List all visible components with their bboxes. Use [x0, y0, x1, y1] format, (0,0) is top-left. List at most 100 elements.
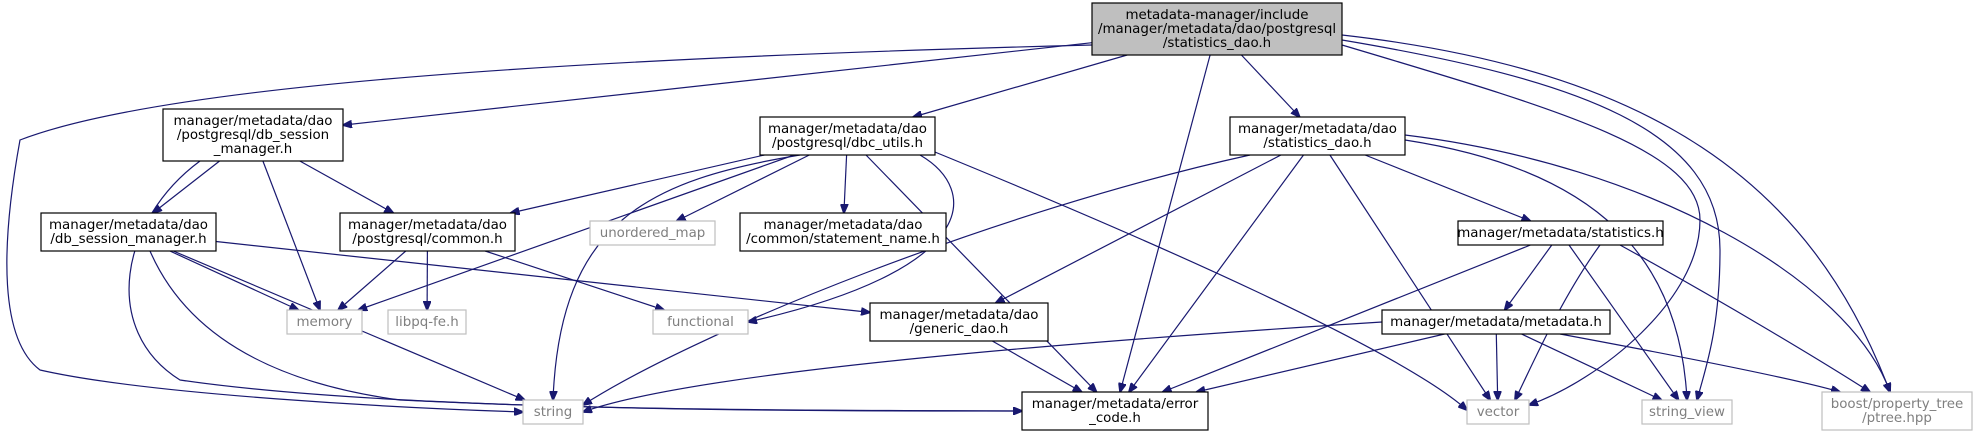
edge-statistics_dao-to-vector	[1329, 154, 1490, 400]
node-box	[759, 116, 936, 156]
node-error-code[interactable]: manager/metadata/error_code.h	[1021, 391, 1209, 431]
node-box	[522, 399, 584, 425]
node-ptree: boost/property_tree/ptree.hpp	[1821, 391, 1973, 431]
node-label-line: manager/metadata/dao	[49, 218, 208, 233]
edge-dbc_utils-to-error_code	[865, 154, 1097, 392]
node-vector: vector	[1466, 399, 1530, 425]
node-label-line: manager/metadata/dao	[173, 114, 332, 129]
node-label-line: /statistics_dao.h	[1263, 136, 1371, 151]
node-label-line: memory	[297, 315, 353, 330]
node-label-line: vector	[1477, 405, 1520, 420]
node-box	[1466, 399, 1530, 425]
node-label-line: _code.h	[1088, 411, 1141, 426]
node-label-line: /common/statement_name.h	[746, 232, 940, 247]
node-label-line: boost/property_tree	[1831, 397, 1964, 412]
node-string: string	[522, 399, 584, 425]
node-label-line: string	[534, 405, 572, 420]
node-box	[1091, 2, 1343, 56]
edge-metadata-to-string_view	[1521, 333, 1662, 400]
node-label-line: manager/metadata/dao	[763, 218, 922, 233]
edge-db_session_pg-to-common	[299, 160, 394, 213]
edge-statistics_dao-to-generic_dao	[996, 154, 1282, 303]
node-label-line: manager/metadata/dao	[879, 308, 1038, 323]
node-libpq: libpq-fe.h	[387, 309, 467, 335]
edge-dbc_utils-to-unordered_map	[677, 154, 810, 221]
node-functional: functional	[652, 309, 749, 335]
edge-metadata-to-ptree	[1559, 333, 1840, 392]
edge-common-to-functional	[484, 250, 664, 310]
edge-root-to-string_view	[1341, 39, 1721, 400]
node-generic-dao[interactable]: manager/metadata/dao/generic_dao.h	[869, 302, 1049, 342]
node-box	[1381, 309, 1611, 335]
node-statistics-dao[interactable]: manager/metadata/dao/statistics_dao.h	[1229, 116, 1406, 156]
edge-statistics_dao-to-statistics	[1364, 154, 1530, 221]
edge-root-to-statistics_dao	[1240, 54, 1299, 117]
edge-metadata-to-string	[583, 321, 1383, 412]
edge-metadata-to-error_code	[1196, 333, 1445, 392]
node-box	[1641, 399, 1733, 425]
node-label-line: _manager.h	[213, 142, 292, 157]
edge-dbc_utils-to-statement_name	[844, 154, 847, 213]
node-label-line: functional	[667, 315, 734, 330]
edge-dbc_utils-to-vector	[929, 149, 1467, 410]
edges	[6, 34, 1890, 412]
edge-statistics_dao-to-string	[583, 154, 1251, 405]
node-label-line: unordered_map	[600, 226, 706, 241]
node-statistics[interactable]: manager/metadata/statistics.h	[1457, 220, 1664, 246]
edge-metadata-to-vector	[1496, 333, 1497, 400]
node-common[interactable]: manager/metadata/dao/postgresql/common.h	[339, 212, 516, 252]
edge-generic_dao-to-error_code	[992, 340, 1081, 392]
node-label-line: /postgresql/db_session	[177, 128, 329, 143]
node-label-line: libpq-fe.h	[395, 315, 458, 330]
node-box	[162, 108, 344, 162]
edge-root-to-db_session_pg	[343, 42, 1093, 125]
node-box	[339, 212, 516, 252]
node-memory: memory	[286, 309, 363, 335]
edge-db_session-to-error_code	[149, 250, 1022, 411]
node-label-line: /generic_dao.h	[910, 322, 1009, 337]
node-db-session[interactable]: manager/metadata/dao/db_session_manager.…	[40, 212, 217, 252]
edge-dbc_utils-to-memory	[358, 154, 795, 310]
node-dbc-utils[interactable]: manager/metadata/dao/postgresql/dbc_util…	[759, 116, 936, 156]
edge-dbc_utils-to-common	[511, 154, 765, 213]
edge-statistics-to-metadata	[1505, 244, 1553, 310]
edge-root-to-string	[6, 44, 1093, 412]
edge-root-to-ptree	[1341, 34, 1890, 392]
edge-common-to-memory	[338, 250, 407, 310]
node-box	[1229, 116, 1406, 156]
node-label-line: manager/metadata/error	[1032, 397, 1199, 412]
node-label-line: manager/metadata/dao	[768, 122, 927, 137]
edge-statistics_dao-to-ptree	[1404, 134, 1890, 392]
node-box	[1821, 391, 1973, 431]
node-box	[869, 302, 1049, 342]
node-label-line: manager/metadata/metadata.h	[1390, 315, 1602, 330]
edge-db_session_pg-to-db_session	[153, 160, 220, 213]
edge-statistics_dao-to-error_code	[1129, 154, 1304, 392]
edge-statistics_dao-to-string_view	[1404, 139, 1687, 400]
node-label-line: /statistics_dao.h	[1163, 36, 1271, 51]
node-label-line: /postgresql/dbc_utils.h	[772, 136, 923, 151]
node-db-session-pg[interactable]: manager/metadata/dao/postgresql/db_sessi…	[162, 108, 344, 162]
edge-statistics-to-error_code	[1163, 244, 1531, 392]
node-label-line: metadata-manager/include	[1126, 8, 1309, 23]
edge-statistics-to-ptree	[1619, 244, 1870, 392]
node-box	[387, 309, 467, 335]
node-box	[40, 212, 217, 252]
node-root[interactable]: metadata-manager/include/manager/metadat…	[1091, 2, 1343, 56]
node-label-line: /manager/metadata/dao/postgresql	[1098, 22, 1336, 37]
edge-dbc_utils-to-string	[553, 154, 801, 400]
node-label-line: manager/metadata/dao	[348, 218, 507, 233]
node-label-line: /ptree.hpp	[1862, 411, 1932, 426]
node-box	[1457, 220, 1664, 246]
node-statement-name[interactable]: manager/metadata/dao/common/statement_na…	[739, 212, 947, 252]
node-unordered-map: unordered_map	[589, 220, 716, 246]
edge-db_session_pg-to-memory	[262, 160, 320, 310]
edge-db_session-to-memory	[169, 250, 299, 310]
edge-statistics-to-string_view	[1568, 244, 1679, 400]
edge-root-to-vector	[1341, 44, 1701, 405]
node-metadata[interactable]: manager/metadata/metadata.h	[1381, 309, 1611, 335]
edge-root-to-error_code	[1120, 54, 1211, 392]
node-label-line: /postgresql/common.h	[352, 232, 502, 247]
node-box	[739, 212, 947, 252]
